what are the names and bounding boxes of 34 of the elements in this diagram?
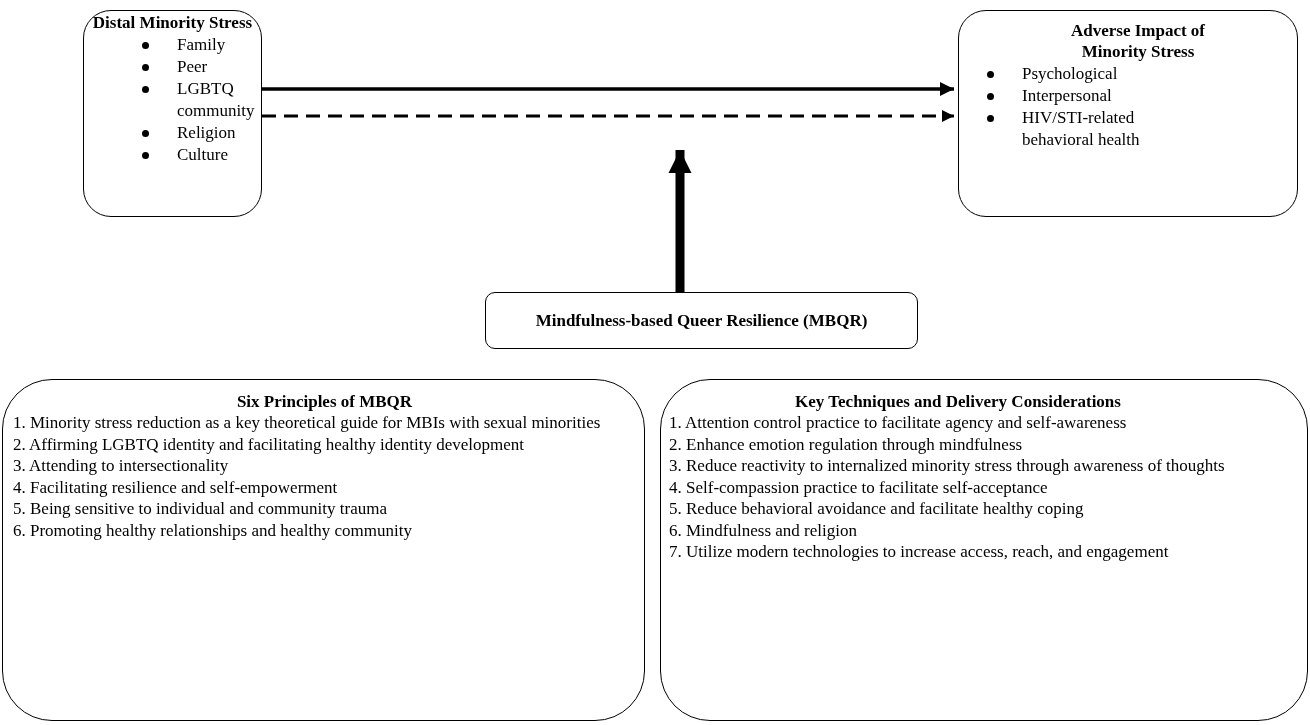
arrow bbox=[262, 82, 954, 96]
list-item: Interpersonal bbox=[1022, 85, 1113, 107]
box-heading: Six Principles of MBQR bbox=[235, 391, 414, 412]
box-heading: Adverse Impact of Minority Stress bbox=[1069, 20, 1207, 62]
list-item: 1. Minority stress reduction as a key theoretical guide for MBIs with sexual minorities bbox=[13, 412, 602, 434]
list-item: 1. Attention control practice to facilitate agency and self-awareness bbox=[669, 412, 1128, 434]
list-item: 4. Facilitating resilience and self-empowerment bbox=[13, 476, 339, 498]
rounded-box bbox=[660, 379, 1308, 721]
list-item: Psychological bbox=[1022, 63, 1119, 85]
box-heading: Key Techniques and Delivery Considerations bbox=[794, 391, 1122, 412]
list-item: 5. Being sensitive to individual and community trauma bbox=[13, 498, 388, 520]
list-item: 3. Reduce reactivity to internalized minority stress through awareness of thoughts bbox=[669, 455, 1226, 477]
list-item: 6. Mindfulness and religion bbox=[669, 519, 858, 541]
arrow bbox=[668, 150, 692, 292]
box-heading: Mindfulness-based Queer Resilience (MBQR) bbox=[535, 310, 868, 331]
box-heading: Distal Minority Stress bbox=[91, 12, 254, 33]
list-item: 7. Utilize modern technologies to increase access, reach, and engagement bbox=[669, 541, 1170, 563]
list-item: Peer bbox=[177, 56, 209, 78]
list-item: 5. Reduce behavioral avoidance and facilitate healthy coping bbox=[669, 498, 1085, 520]
list-item: Family bbox=[177, 34, 227, 56]
rounded-box bbox=[83, 10, 262, 217]
rounded-box bbox=[485, 292, 918, 349]
list-item: 3. Attending to intersectionality bbox=[13, 455, 230, 477]
list-item: 6. Promoting healthy relationships and healthy community bbox=[13, 519, 413, 541]
list-item: Religion bbox=[177, 122, 237, 144]
rounded-box bbox=[2, 379, 645, 721]
list-item: 4. Self-compassion practice to facilitate self-acceptance bbox=[669, 476, 1049, 498]
list-item: LGBTQ community bbox=[177, 78, 256, 122]
arrow bbox=[262, 110, 954, 122]
list-item: 2. Enhance emotion regulation through mindfulness bbox=[669, 433, 1024, 455]
rounded-box bbox=[958, 10, 1298, 217]
list-item: HIV/STI-related behavioral health bbox=[1022, 107, 1141, 151]
list-item: 2. Affirming LGBTQ identity and facilitating healthy identity development bbox=[13, 433, 525, 455]
list-item: Culture bbox=[177, 144, 229, 166]
